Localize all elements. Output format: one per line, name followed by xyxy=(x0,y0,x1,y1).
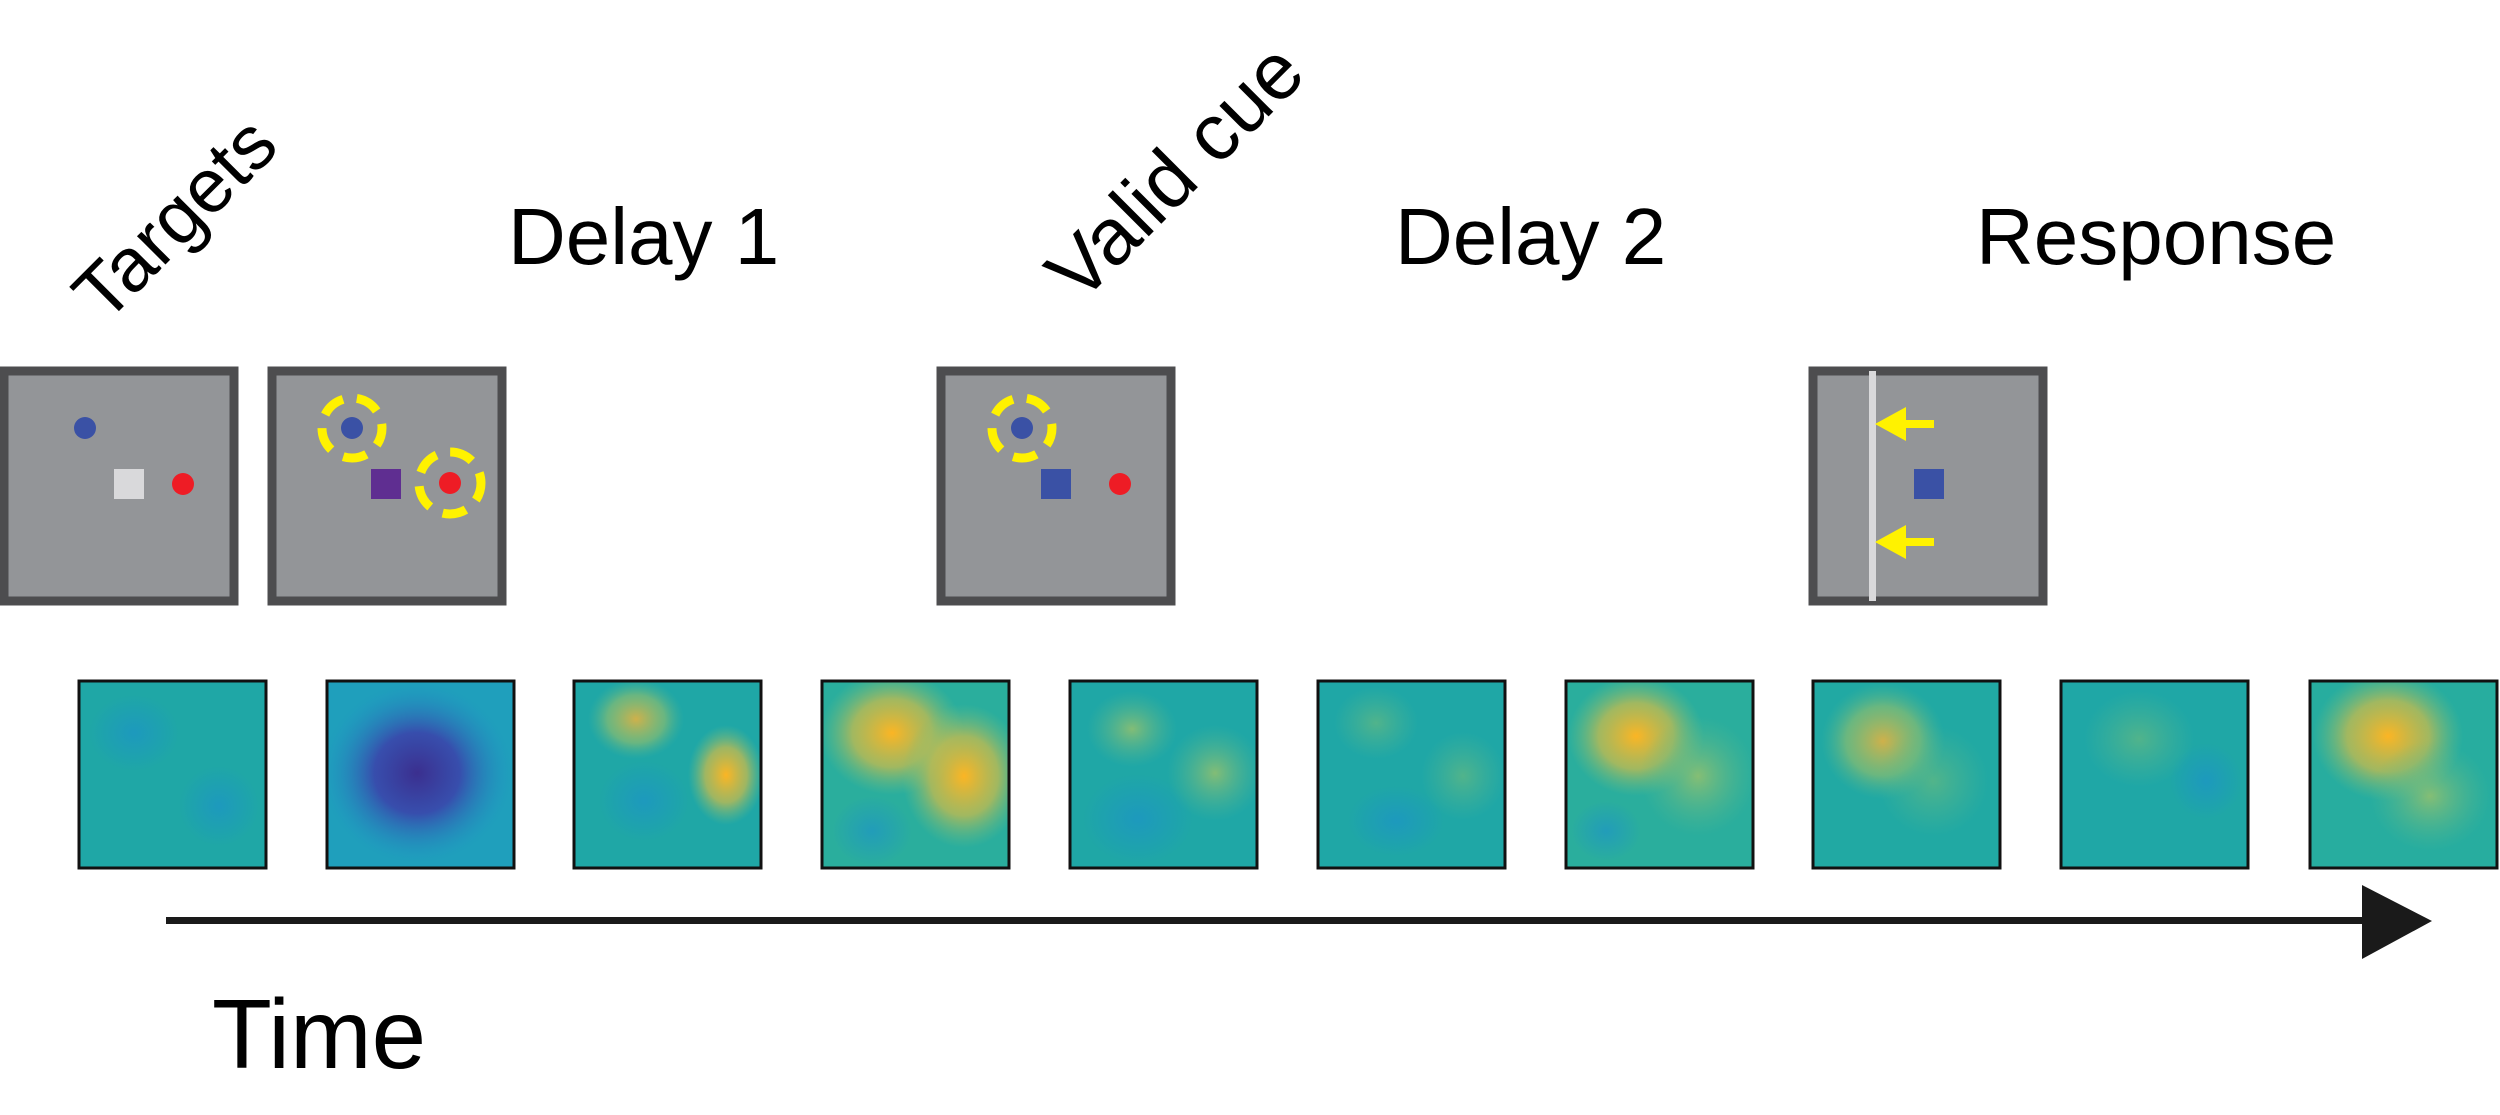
arrowhead-right-icon xyxy=(2362,885,2432,959)
grey-square xyxy=(114,469,144,499)
red-dot xyxy=(439,472,461,494)
yellow-cue-ring-icon xyxy=(317,393,486,519)
targets-screen xyxy=(0,366,239,606)
heatmap-1 xyxy=(77,679,268,870)
red-dot xyxy=(172,473,194,495)
label-targets: Targets xyxy=(57,101,293,337)
blue-dot xyxy=(74,417,96,439)
response-screen xyxy=(1808,366,2048,606)
heatmap-6 xyxy=(1316,679,1507,870)
heatmap-9 xyxy=(2059,679,2250,870)
heatmap-strip xyxy=(77,679,2499,870)
yellow-cue-ring-icon xyxy=(987,393,1057,463)
purple-square xyxy=(371,469,401,499)
heatmap-7 xyxy=(1564,679,1755,870)
label-valid-cue: Valid cue xyxy=(1029,26,1320,317)
blue-dot xyxy=(1011,417,1033,439)
blue-square xyxy=(1041,469,1071,499)
heatmap-4 xyxy=(820,679,1011,870)
delay1-screen xyxy=(267,366,507,606)
heatmap-10 xyxy=(2308,679,2499,870)
blue-dot xyxy=(341,417,363,439)
label-time: Time xyxy=(212,979,426,1089)
valid-cue-screen xyxy=(936,366,1176,606)
label-delay1: Delay 1 xyxy=(508,192,779,281)
red-dot xyxy=(1109,473,1131,495)
label-delay2: Delay 2 xyxy=(1395,192,1666,281)
heatmap-8 xyxy=(1811,679,2002,870)
heatmap-2 xyxy=(325,679,516,870)
response-line xyxy=(1869,371,1876,601)
time-arrow xyxy=(166,885,2432,959)
blue-square xyxy=(1914,469,1944,499)
label-response: Response xyxy=(1976,192,2336,281)
heatmap-3 xyxy=(572,679,763,870)
yellow-arrow-left-icon xyxy=(1875,407,1934,559)
heatmap-5 xyxy=(1068,679,1259,870)
